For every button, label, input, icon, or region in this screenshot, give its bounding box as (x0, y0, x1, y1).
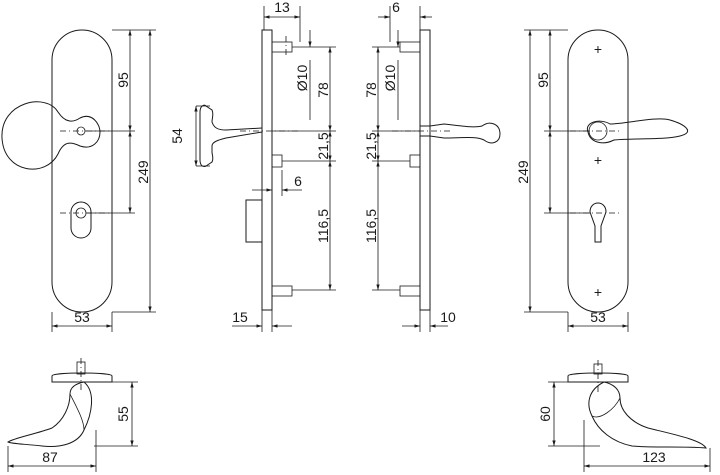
dim-116-5-right: 116,5 (363, 209, 379, 243)
dim-15: 15 (232, 309, 248, 325)
knob-outline (1, 101, 101, 170)
top-view-lever (567, 360, 707, 449)
dim-95-left: 95 (115, 72, 131, 88)
lock-housing (245, 199, 263, 243)
dim-78-right: 78 (363, 82, 379, 98)
rosette-top-left (51, 372, 113, 383)
side-view-lever-dimensions: 6 78 Ø10 21,5 116,5 10 (363, 0, 456, 332)
spindle-boss (271, 154, 283, 168)
screw-boss-top-right (399, 41, 421, 53)
dim-dia10-right: Ø10 (382, 65, 398, 92)
side-view-knob (199, 29, 300, 311)
dim-6-mid: 6 (294, 173, 302, 189)
side-plate-left (261, 29, 273, 311)
dim-78-left: 78 (315, 82, 331, 98)
dim-13: 13 (274, 0, 290, 15)
backplate-outline (51, 29, 113, 313)
dim-95-right: 95 (535, 72, 551, 88)
rosette-top-right (567, 372, 629, 383)
screw-boss-top (271, 41, 293, 53)
screw-mark-top: + (594, 41, 602, 57)
dim-87: 87 (42, 449, 58, 465)
dim-60: 60 (537, 406, 553, 422)
backplate-outline-right (567, 29, 629, 313)
dim-6-top: 6 (392, 0, 400, 15)
front-view-lever-dimensions: 95 249 53 (515, 29, 629, 332)
lever-side-profile (420, 122, 501, 144)
side-view-knob-dimensions: 13 Ø10 78 21,5 116,5 6 54 15 (169, 0, 336, 332)
side-view-lever (392, 29, 501, 311)
cylinder-hole (70, 201, 92, 239)
dim-54: 54 (169, 128, 185, 144)
side-plate-right (419, 29, 431, 311)
dim-21-5-right: 21,5 (363, 132, 379, 159)
dim-10-bottom: 10 (440, 309, 456, 325)
dim-55: 55 (115, 406, 131, 422)
spindle-boss-right (409, 154, 421, 168)
top-view-knob (7, 358, 113, 447)
dim-249-right: 249 (515, 160, 531, 184)
front-view-knob (1, 29, 113, 313)
dim-53-right: 53 (590, 309, 606, 325)
knob-side-profile (199, 104, 263, 167)
dim-123: 123 (642, 449, 666, 465)
screw-boss-bottom-right (399, 285, 421, 297)
screw-mark-middle: + (594, 152, 602, 168)
screw-boss-bottom (271, 285, 293, 297)
profile-cylinder-hole (589, 202, 607, 243)
dim-21-5-left: 21,5 (315, 132, 331, 159)
front-view-knob-dimensions: 95 249 53 (51, 29, 156, 332)
dim-dia10-left: Ø10 (294, 65, 310, 92)
lever-outline (586, 118, 689, 144)
dim-249-left: 249 (135, 160, 151, 184)
dim-116-5-left: 116,5 (315, 209, 331, 243)
knob-top-profile (7, 381, 92, 447)
lever-top-profile (588, 381, 707, 449)
front-view-lever: + + + (567, 29, 689, 313)
top-view-knob-dimensions: 55 87 (7, 381, 138, 472)
dim-53-left: 53 (74, 309, 90, 325)
top-view-lever-dimensions: 60 123 (537, 381, 711, 472)
screw-mark-bottom: + (594, 284, 602, 300)
